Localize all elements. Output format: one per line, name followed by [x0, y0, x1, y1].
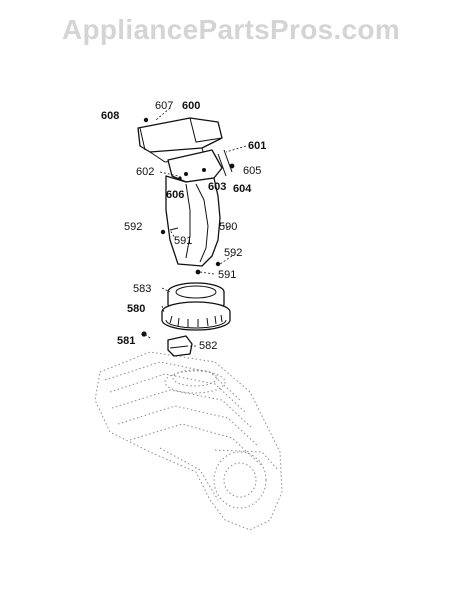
upper-chute-590: [165, 175, 221, 267]
label-582: 582: [199, 340, 217, 352]
label-592-upper: 592: [124, 221, 142, 233]
label-601: 601: [248, 140, 266, 152]
label-592-lower: 592: [224, 247, 242, 259]
label-608: 608: [101, 110, 119, 122]
label-602: 602: [136, 166, 154, 178]
snowblower-housing-ghost: [94, 351, 283, 531]
label-607: 607: [155, 100, 173, 112]
label-583: 583: [133, 283, 151, 295]
deflector-pivot-bracket: [167, 149, 235, 183]
label-604: 604: [233, 183, 252, 195]
label-605: 605: [243, 165, 261, 177]
label-591-upper: 591: [174, 235, 192, 247]
chute-base-580: [161, 301, 231, 331]
chute-clip-582: [167, 335, 193, 357]
label-606: 606: [166, 189, 184, 201]
label-580: 580: [127, 303, 145, 315]
label-590: 590: [219, 221, 237, 233]
chute-deflector-600: [137, 117, 223, 163]
label-600: 600: [182, 100, 200, 112]
watermark-text: AppliancePartsPros.com: [61, 14, 401, 45]
label-591-lower: 591: [218, 269, 236, 281]
label-581: 581: [117, 335, 135, 347]
label-603: 603: [208, 181, 226, 193]
